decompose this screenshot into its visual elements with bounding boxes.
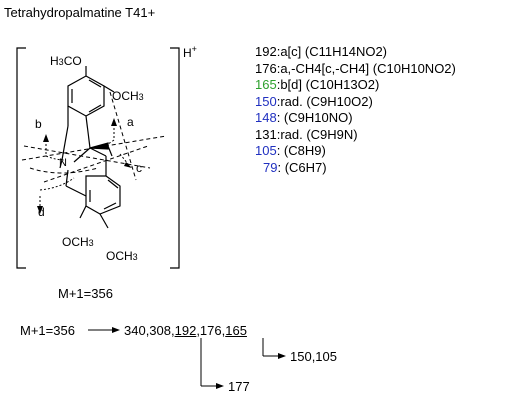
right-bracket	[170, 47, 180, 269]
molecular-ion-label: M+1=356	[58, 286, 113, 301]
fragment-mass: 165	[255, 77, 277, 92]
fragment-mass: 176	[255, 60, 277, 76]
fragment-mass: 148	[255, 110, 277, 125]
substituent-bottom-left: OCH3	[62, 235, 94, 249]
fragment-mass: 150	[255, 93, 277, 109]
fragment-desc: :rad. (C9H10O2)	[276, 93, 373, 109]
diagram-title: Tetrahydropalmatine T41+	[4, 5, 156, 20]
substituent-top-right: OCH3	[112, 89, 144, 103]
cleavage-label-b: b	[35, 117, 42, 131]
fragment-row: 148: (C9H10NO)	[255, 111, 353, 124]
n-atom-label: N	[59, 157, 67, 169]
fragment-desc: : (C8H9)	[276, 143, 326, 158]
fragment-mass: 192	[255, 44, 277, 59]
fragment-mass: 105	[255, 143, 277, 158]
fragment-row: 79: (C6H7)	[255, 161, 327, 174]
pathway-165: 165	[225, 323, 247, 338]
pathway-main: 340,308,192,176,165	[124, 323, 247, 338]
fragment-desc: :a[c] (C11H14NO2)	[276, 44, 387, 59]
fragment-row: 165:b[d] (C10H13O2)	[255, 78, 379, 91]
cleavage-label-c: c	[136, 161, 142, 175]
substituent-bottom-right: OCH3	[106, 249, 138, 263]
left-bracket	[16, 47, 26, 269]
fragment-mass: 79	[263, 159, 278, 175]
fragment-row: 150:rad. (C9H10O2)	[255, 95, 373, 108]
charge-label: H+	[183, 44, 197, 60]
fragment-desc: :a,-CH4[c,-CH4] (C10H10NO2)	[276, 60, 456, 76]
fragment-desc: :b[d] (C10H13O2)	[276, 77, 380, 92]
fragment-row: 131:rad. (C9H9N)	[255, 128, 358, 141]
fragment-mass: 131	[255, 126, 277, 142]
pathway-start: M+1=356	[20, 323, 75, 338]
cleavage-label-d: d	[38, 205, 45, 219]
fragment-row: 176:a,-CH4[c,-CH4] (C10H10NO2)	[255, 62, 456, 75]
substituent-top-left: H3CO	[50, 54, 82, 68]
pathway-192: 192	[174, 323, 197, 338]
pathway-branch-165: 150,105	[290, 349, 337, 364]
fragment-row: 192:a[c] (C11H14NO2)	[255, 45, 387, 58]
cleavage-label-a: a	[127, 115, 134, 129]
pathway-branch-192: 177	[228, 379, 250, 394]
fragment-desc: : (C9H10NO)	[276, 110, 353, 125]
fragment-row: 105: (C8H9)	[255, 144, 326, 157]
fragment-desc: : (C6H7)	[277, 159, 327, 175]
fragment-desc: :rad. (C9H9N)	[276, 126, 358, 142]
